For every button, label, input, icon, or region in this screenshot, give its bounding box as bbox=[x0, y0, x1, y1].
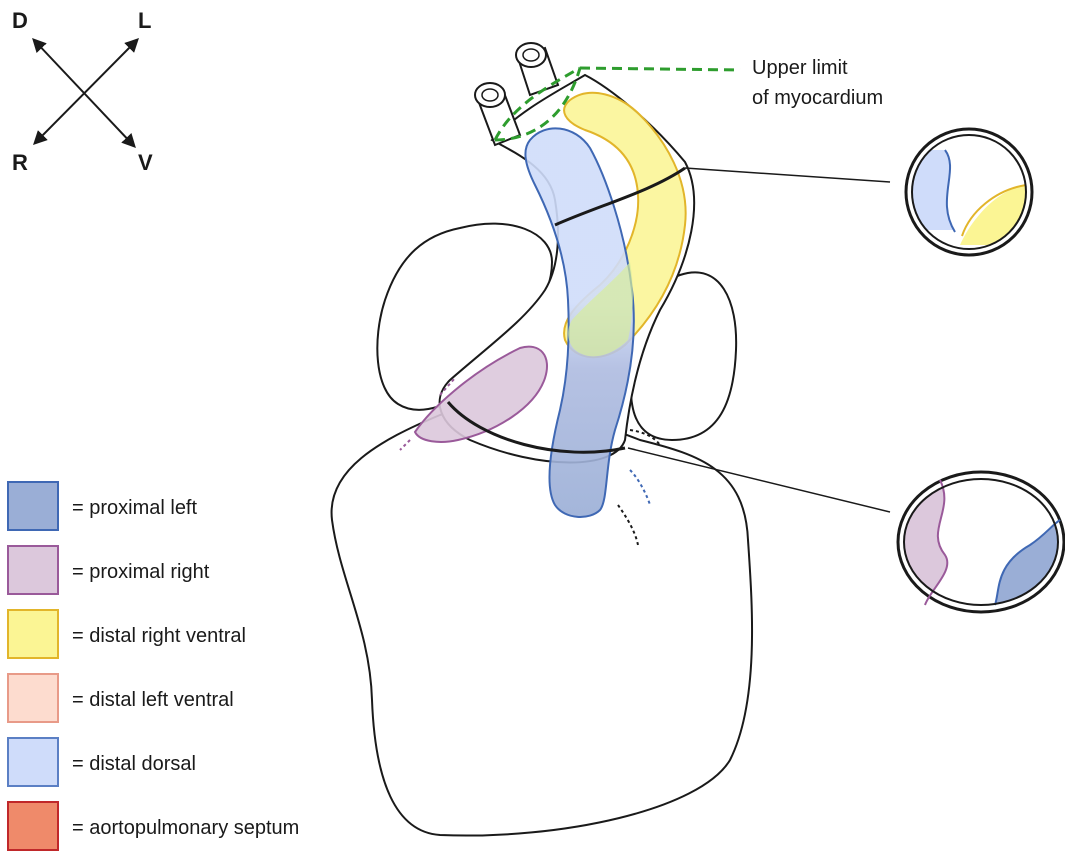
legend-item-aortopulmonary-septum: = aortopulmonary septum bbox=[8, 802, 299, 850]
label-ventral: V bbox=[138, 150, 153, 175]
legend-swatch-proximal-right bbox=[8, 546, 58, 594]
ventricle-outline bbox=[332, 408, 753, 836]
myocardium-limit-leader bbox=[580, 68, 740, 70]
legend-item-proximal-right: = proximal right bbox=[8, 546, 210, 594]
label-dorsal: D bbox=[12, 8, 28, 33]
label-left: L bbox=[138, 8, 151, 33]
legend-label-proximal-left: = proximal left bbox=[72, 497, 197, 519]
legend-swatch-distal-left-ventral bbox=[8, 674, 58, 722]
legend-label-proximal-right: = proximal right bbox=[72, 561, 210, 583]
upper-cross-section bbox=[906, 129, 1032, 255]
legend-label-aortopulmonary-septum: = aortopulmonary septum bbox=[72, 817, 299, 839]
legend-item-proximal-left: = proximal left bbox=[8, 482, 197, 530]
legend-swatch-aortopulmonary-septum bbox=[8, 802, 58, 850]
legend: = proximal left = proximal right = distal … bbox=[8, 482, 299, 850]
orientation-compass: D L R V bbox=[12, 8, 153, 175]
legend-item-distal-dorsal: = distal dorsal bbox=[8, 738, 196, 786]
left-right-arrow bbox=[35, 40, 137, 143]
heart bbox=[332, 43, 753, 836]
leader-to-upper-section bbox=[685, 168, 890, 182]
label-right: R bbox=[12, 150, 28, 175]
legend-label-distal-left-ventral: = distal left ventral bbox=[72, 689, 234, 711]
lower-cross-section bbox=[898, 472, 1064, 612]
legend-label-distal-right-ventral: = distal right ventral bbox=[72, 625, 246, 647]
callout-line1: Upper limit bbox=[752, 57, 848, 79]
legend-swatch-distal-right-ventral bbox=[8, 610, 58, 658]
legend-item-distal-right-ventral: = distal right ventral bbox=[8, 610, 246, 658]
legend-swatch-distal-dorsal bbox=[8, 738, 58, 786]
legend-label-distal-dorsal: = distal dorsal bbox=[72, 753, 196, 775]
legend-item-distal-left-ventral: = distal left ventral bbox=[8, 674, 234, 722]
vessel-stub-right bbox=[516, 43, 558, 95]
legend-swatch-proximal-left bbox=[8, 482, 58, 530]
callout-line2: of myocardium bbox=[752, 87, 883, 109]
